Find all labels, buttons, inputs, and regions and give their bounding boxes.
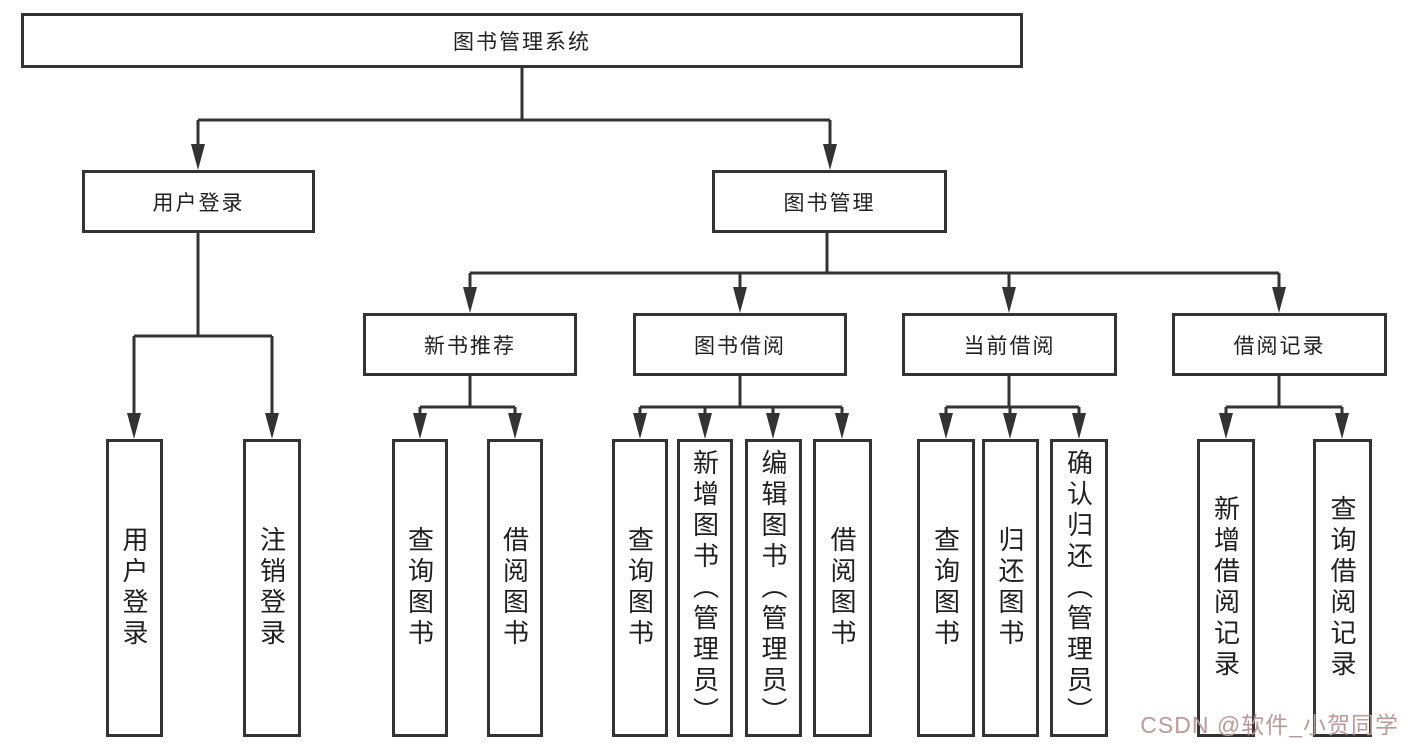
leaf-logout-label: 注销登录 xyxy=(256,526,287,650)
leaf-borrow-books-recommend: 借阅图书 xyxy=(487,439,543,737)
leaf-confirm-return-admin: 确认归还（管理员） xyxy=(1050,439,1108,737)
leaf-query-books-recommend: 查询图书 xyxy=(392,439,448,737)
leaf-logout: 注销登录 xyxy=(243,439,301,737)
node-user-login-label: 用户登录 xyxy=(152,191,245,215)
node-current-borrow: 当前借阅 xyxy=(902,313,1117,376)
leaf-edit-books-admin-label: 编辑图书（管理员） xyxy=(758,448,788,728)
leaf-add-books-admin-label: 新增图书（管理员） xyxy=(689,448,720,728)
leaf-add-borrow-record: 新增借阅记录 xyxy=(1197,439,1255,737)
node-book-management: 图书管理 xyxy=(712,170,947,233)
csdn-watermark: CSDN @软件_小贺同学 xyxy=(1140,712,1399,738)
leaf-borrow-books-recommend-label: 借阅图书 xyxy=(499,526,530,650)
leaf-user-login-label: 用户登录 xyxy=(119,526,149,650)
leaf-query-books-borrow: 查询图书 xyxy=(612,439,668,737)
leaf-confirm-return-admin-label: 确认归还（管理员） xyxy=(1063,448,1094,728)
leaf-query-borrow-record-label: 查询借阅记录 xyxy=(1327,495,1357,681)
leaf-add-books-admin: 新增图书（管理员） xyxy=(677,439,733,737)
node-book-borrow: 图书借阅 xyxy=(633,313,847,376)
node-library-system: 图书管理系统 xyxy=(21,13,1023,68)
node-user-login: 用户登录 xyxy=(82,170,315,233)
leaf-query-books-borrow-label: 查询图书 xyxy=(624,526,655,650)
node-borrow-records-label: 借阅记录 xyxy=(1233,334,1326,358)
leaf-edit-books-admin: 编辑图书（管理员） xyxy=(745,439,802,737)
leaf-query-borrow-record: 查询借阅记录 xyxy=(1313,439,1372,737)
node-new-book-recommend-label: 新书推荐 xyxy=(424,334,516,358)
leaf-add-borrow-record-label: 新增借阅记录 xyxy=(1210,495,1241,681)
leaf-query-books-current-label: 查询图书 xyxy=(930,526,961,650)
leaf-query-books-recommend-label: 查询图书 xyxy=(404,526,435,650)
node-book-borrow-label: 图书借阅 xyxy=(694,334,786,358)
node-book-management-label: 图书管理 xyxy=(783,191,876,215)
node-borrow-records: 借阅记录 xyxy=(1172,313,1387,376)
node-current-borrow-label: 当前借阅 xyxy=(963,334,1056,358)
leaf-borrow-books: 借阅图书 xyxy=(813,439,872,737)
leaf-query-books-current: 查询图书 xyxy=(917,439,975,737)
leaf-return-books: 归还图书 xyxy=(982,439,1039,737)
leaf-user-login: 用户登录 xyxy=(106,439,163,737)
leaf-return-books-label: 归还图书 xyxy=(995,526,1025,650)
node-library-system-label: 图书管理系统 xyxy=(453,30,591,54)
leaf-borrow-books-label: 借阅图书 xyxy=(827,526,857,650)
node-new-book-recommend: 新书推荐 xyxy=(363,313,577,376)
